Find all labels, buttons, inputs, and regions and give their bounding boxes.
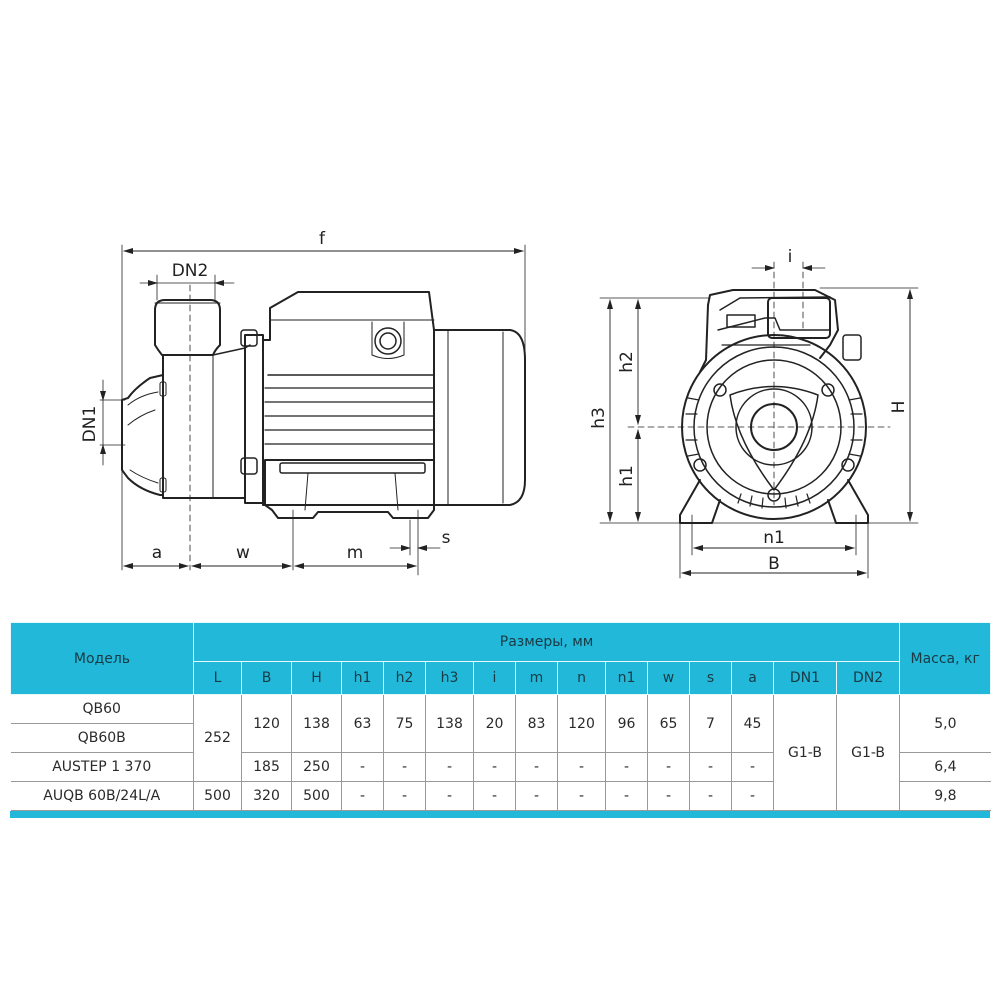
cell-a: 45	[731, 694, 774, 753]
dim-label-w: w	[236, 543, 250, 563]
cell-model: AUSTEP 1 370	[10, 752, 194, 782]
dim-label-h3: h3	[589, 407, 609, 429]
cell-H: 500	[291, 781, 342, 811]
header-col-B: B	[241, 661, 292, 695]
dim-label-h1: h1	[617, 465, 637, 487]
cell-s: -	[689, 781, 732, 811]
cell-H: 138	[291, 694, 342, 753]
header-col-h2: h2	[383, 661, 426, 695]
cell-n1: -	[605, 752, 648, 782]
cell-w: -	[647, 752, 690, 782]
header-col-n1: n1	[605, 661, 648, 695]
header-col-h1: h1	[341, 661, 384, 695]
cell-h3: 138	[425, 694, 474, 753]
cell-h2: 75	[383, 694, 426, 753]
header-col-n: n	[557, 661, 606, 695]
header-col-a: a	[731, 661, 774, 695]
cell-h3: -	[425, 752, 474, 782]
header-col-h3: h3	[425, 661, 474, 695]
cell-model: QB60B	[10, 723, 194, 753]
table-row: QB60B	[10, 723, 991, 753]
header-col-w: w	[647, 661, 690, 695]
cell-s: -	[689, 752, 732, 782]
specifications-table: Модель Размеры, мм Масса, кг L B H h1 h2…	[10, 622, 992, 811]
cell-a: -	[731, 781, 774, 811]
dim-label-dn2: DN2	[172, 261, 209, 281]
cell-h1: -	[341, 752, 384, 782]
cell-B: 120	[241, 694, 292, 753]
cell-m: -	[515, 781, 558, 811]
cell-model: QB60	[10, 694, 194, 724]
cell-n: 120	[557, 694, 606, 753]
header-col-L: L	[193, 661, 242, 695]
cell-i: -	[473, 752, 516, 782]
technical-drawing: f DN2 DN1 a w m s	[80, 229, 919, 579]
table-bottom-bar	[10, 811, 990, 818]
cell-n: -	[557, 781, 606, 811]
cell-mass: 9,8	[899, 781, 991, 811]
cell-i: 20	[473, 694, 516, 753]
side-view-pump	[99, 244, 526, 576]
header-col-i: i	[473, 661, 516, 695]
cell-s: 7	[689, 694, 732, 753]
cell-h2: -	[383, 752, 426, 782]
cell-B: 185	[241, 752, 292, 782]
cell-i: -	[473, 781, 516, 811]
cell-n: -	[557, 752, 606, 782]
dim-label-h2: h2	[617, 351, 637, 373]
cell-w: 65	[647, 694, 690, 753]
cell-m: -	[515, 752, 558, 782]
cell-DN2: G1-B	[835, 694, 901, 811]
cell-mass: 5,0	[899, 694, 991, 753]
cell-mass: 6,4	[899, 752, 991, 782]
header-col-s: s	[689, 661, 732, 695]
header-col-DN2: DN2	[835, 661, 901, 695]
cell-h2: -	[383, 781, 426, 811]
dim-label-n1: n1	[763, 528, 785, 548]
cell-h1: 63	[341, 694, 384, 753]
table-header-row: Модель Размеры, мм Масса, кг	[10, 622, 992, 695]
dim-label-a: a	[152, 543, 162, 563]
cell-n1: 96	[605, 694, 648, 753]
dim-label-f: f	[319, 229, 326, 249]
cell-h3: -	[425, 781, 474, 811]
table-subheader-row: L B H h1 h2 h3 i m n n1 w s a DN1 DN2	[11, 661, 991, 695]
header-mass: Масса, кг	[899, 622, 992, 695]
header-col-DN1: DN1	[773, 661, 837, 695]
dim-label-B: B	[768, 554, 780, 574]
cell-L: 500	[193, 781, 242, 811]
cell-w: -	[647, 781, 690, 811]
cell-a: -	[731, 752, 774, 782]
front-view-pump	[599, 261, 919, 579]
header-col-m: m	[515, 661, 558, 695]
dim-label-dn1: DN1	[80, 406, 100, 443]
cell-model: AUQB 60B/24L/A	[10, 781, 194, 811]
cell-n1: -	[605, 781, 648, 811]
cell-m: 83	[515, 694, 558, 753]
header-model: Модель	[10, 622, 194, 695]
cell-L: 252	[193, 694, 242, 782]
dim-label-m: m	[347, 543, 364, 563]
dim-label-s: s	[442, 528, 451, 548]
table-row: AUQB 60B/24L/A 500 320 500 - - - - - - -…	[10, 781, 991, 811]
table-row: QB60 252 120 138 63 75 138 20 83 120 96 …	[10, 694, 991, 811]
table-row: AUSTEP 1 370 185 250 - - - - - - - - - -…	[10, 752, 991, 782]
cell-B: 320	[241, 781, 292, 811]
cell-H: 250	[291, 752, 342, 782]
dim-label-i: i	[788, 247, 793, 267]
dim-label-H: H	[889, 401, 909, 414]
header-col-H: H	[291, 661, 342, 695]
header-dimensions: Размеры, мм	[192, 622, 901, 662]
cell-DN1: G1-B	[773, 694, 837, 811]
cell-h1: -	[341, 781, 384, 811]
